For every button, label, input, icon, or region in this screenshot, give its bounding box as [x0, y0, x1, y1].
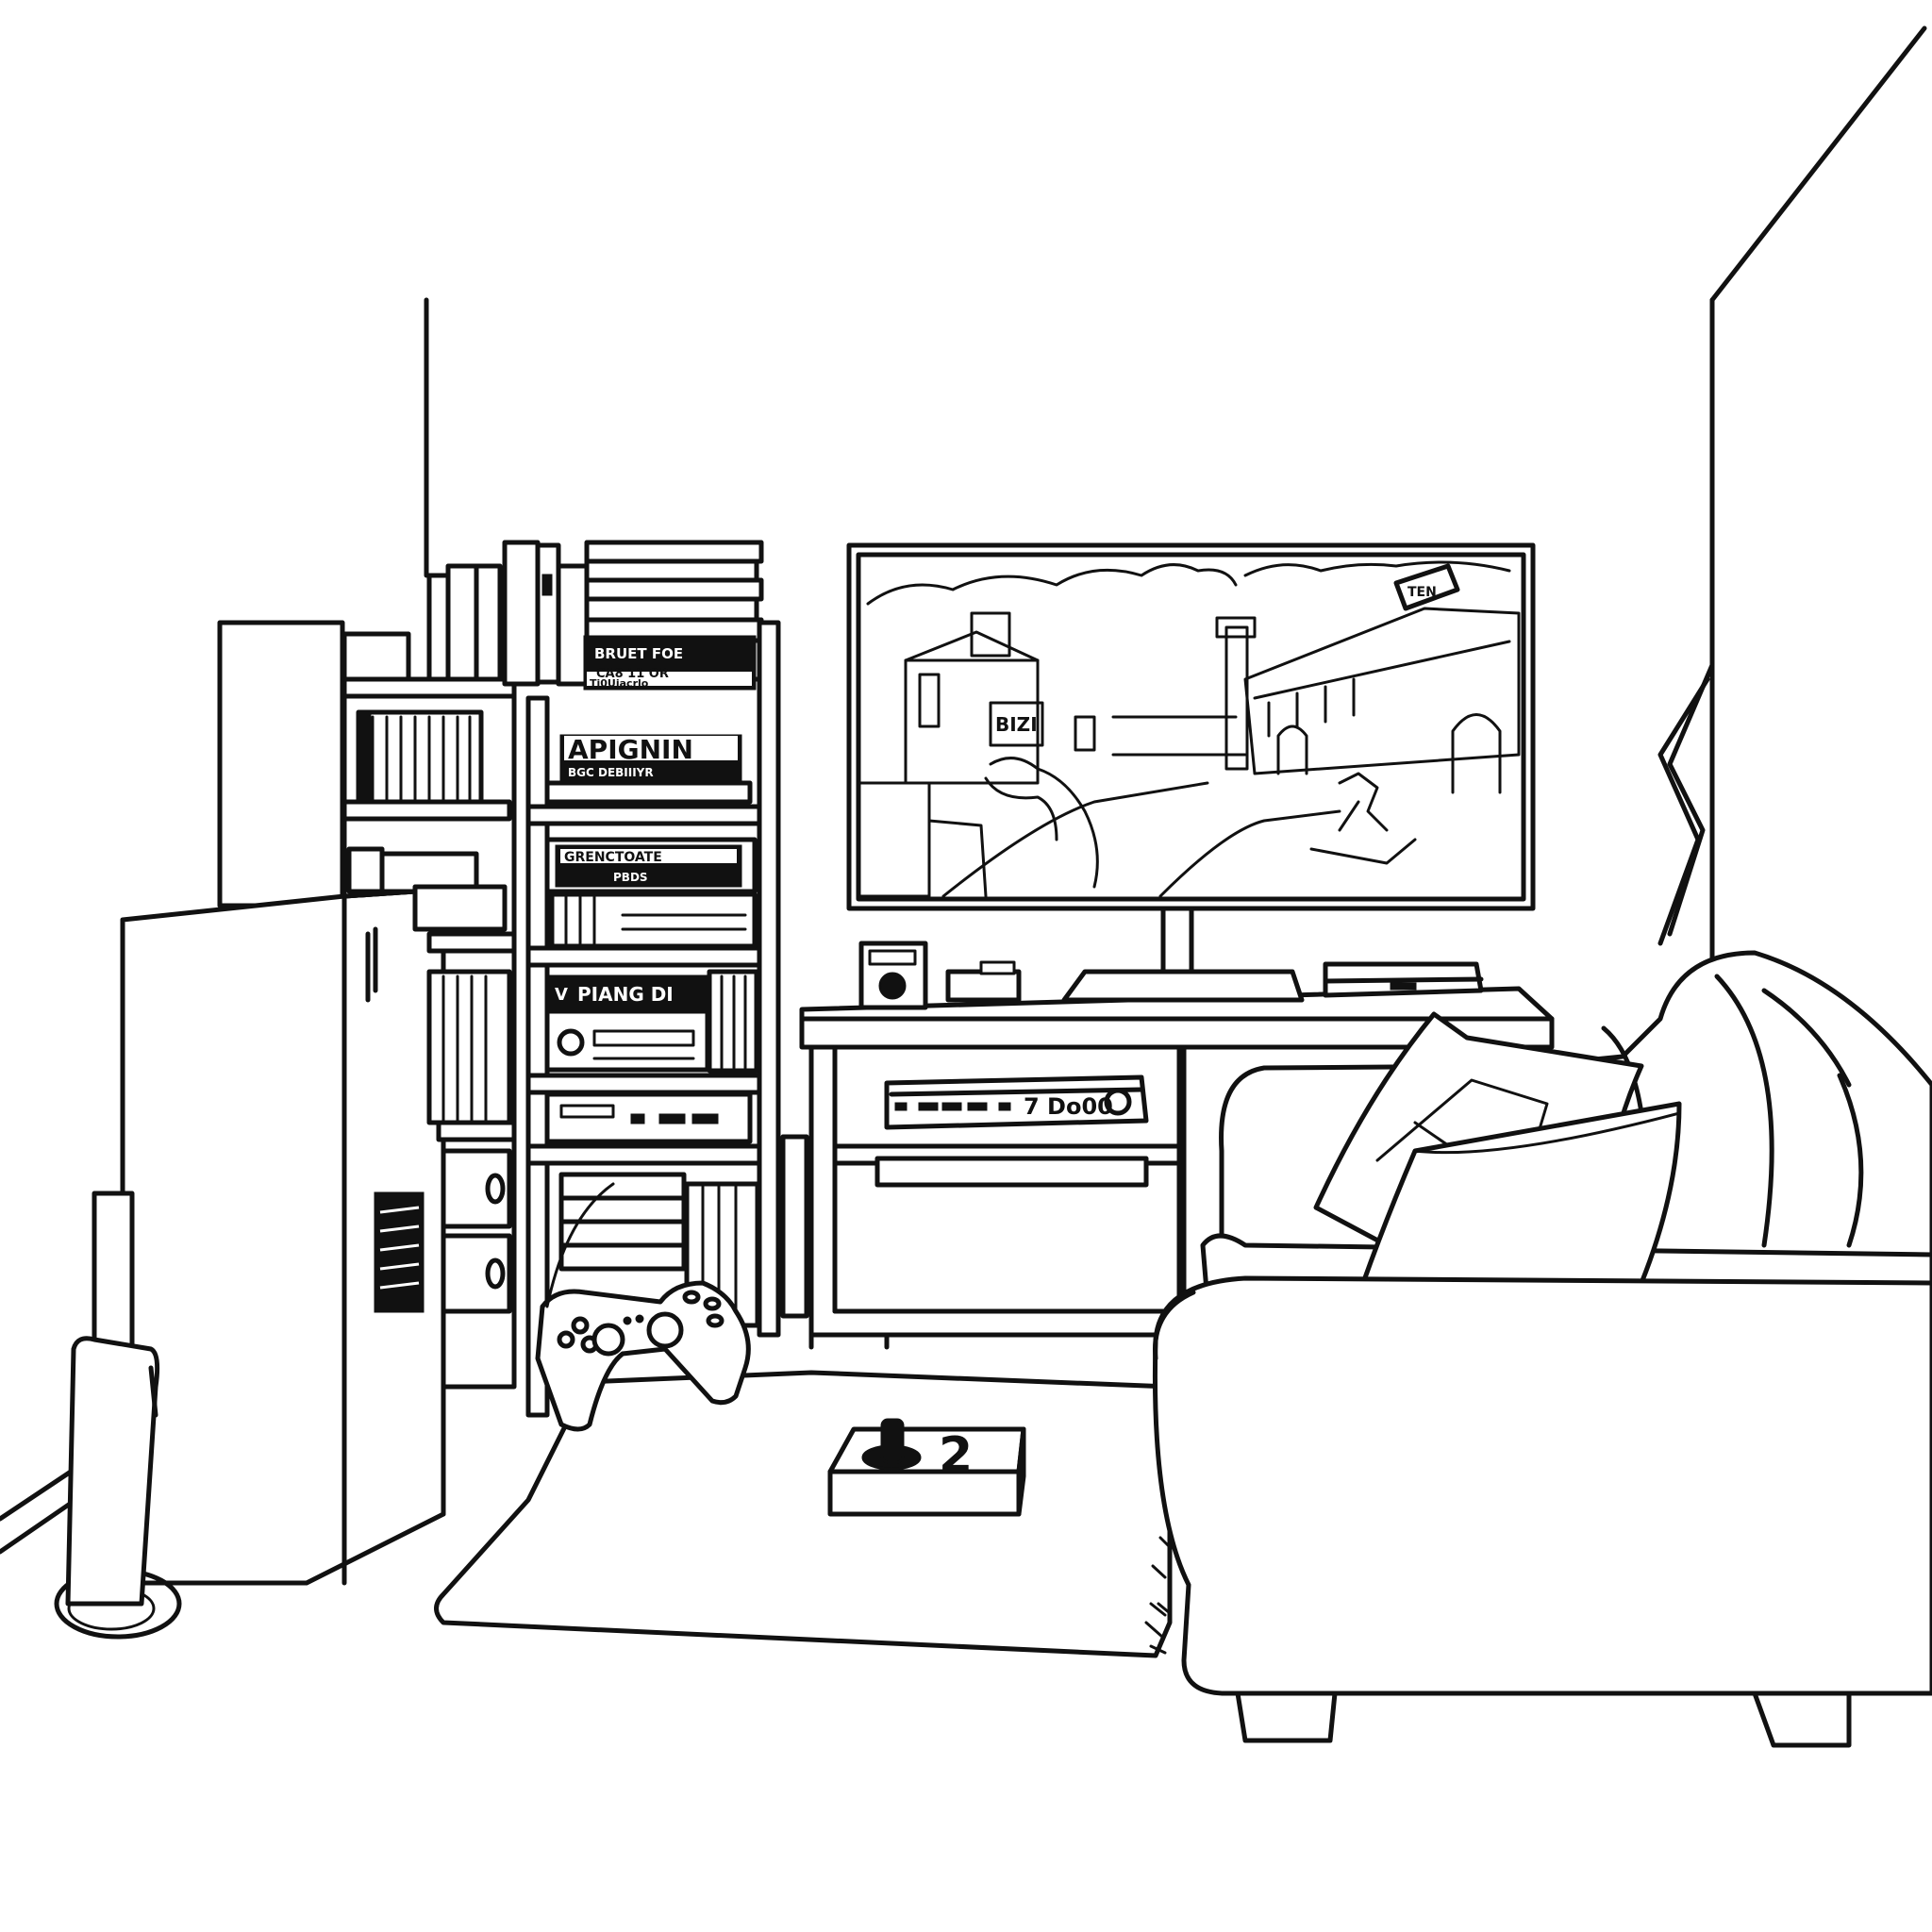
game-box-prefix: V	[555, 985, 568, 1005]
dvd-player	[544, 1091, 753, 1144]
game-box-subtitle: PBDS	[613, 871, 648, 884]
floor-lamp	[1657, 662, 1715, 946]
game-box-top: BRUET FOE CA8 11 OR Ti0Ujacrlo	[583, 635, 757, 691]
book-row	[356, 709, 484, 805]
game-stack-bottom	[558, 1134, 809, 1328]
right-shelf-unit: BRUET FOE CA8 11 OR Ti0Ujacrlo APIGNIN B…	[525, 620, 809, 1418]
game-box-piang: V PIANG DI	[544, 969, 759, 1074]
speaker-icon	[878, 972, 907, 1000]
joystick-icon	[880, 1418, 905, 1464]
receiver-display: 7 Do00	[1024, 1093, 1113, 1120]
set-top-box	[1323, 961, 1484, 998]
speaker-device	[858, 941, 1022, 1010]
television: BIZI TEN	[846, 542, 1536, 1003]
game-box-label-line3: Ti0Ujacrlo	[590, 677, 649, 690]
joystick-box-number: 2	[939, 1427, 973, 1484]
game-box-apignin: APIGNIN BGC DEBIIIYR	[544, 734, 753, 805]
game-box-title: GRENCTOATE	[564, 850, 662, 865]
sofa	[1144, 950, 1932, 1748]
tv-scene-sign-right: TEN	[1407, 585, 1437, 600]
game-box-subtitle: BGC DEBIIIYR	[568, 766, 654, 779]
game-box-label-line2: CA8 11 OR	[596, 667, 669, 681]
left-shelf-unit	[341, 631, 762, 1390]
room-walls	[0, 25, 1927, 1555]
floor-lamp-base	[54, 1336, 182, 1640]
game-box-title: APIGNIN	[568, 734, 693, 765]
gamepad-icon	[535, 1280, 751, 1432]
game-box-label-line1: BRUET FOE	[594, 645, 683, 662]
game-box-grenctoate: GRENCTOATE PBDS	[544, 837, 758, 949]
vent-grille-icon	[379, 1206, 420, 1290]
av-receiver: 7 Do00	[884, 1074, 1149, 1130]
tv-game-scene: BIZI TEN	[857, 560, 1521, 898]
game-box-title: PIANG DI	[577, 983, 674, 1006]
joystick-box: 2	[827, 1418, 1026, 1517]
tv-scene-sign-left: BIZI	[995, 713, 1038, 736]
gamepad	[535, 1182, 751, 1432]
